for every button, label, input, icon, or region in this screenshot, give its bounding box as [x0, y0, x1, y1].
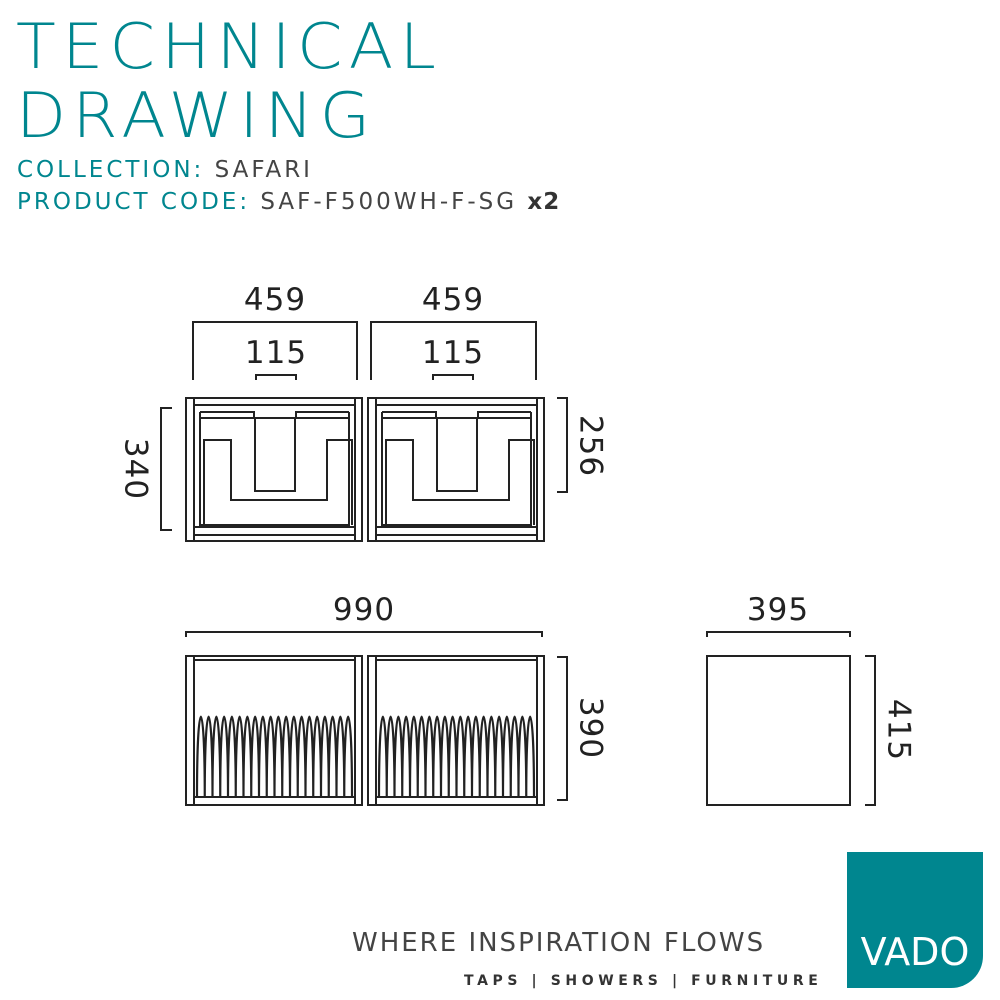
collection-label: COLLECTION:: [17, 157, 205, 183]
plan-unit-2: [367, 397, 545, 542]
plan-unit-1: [185, 397, 363, 542]
dim-width-right: 459: [421, 282, 485, 318]
title-line-2: DRAWING: [16, 79, 377, 152]
front-dimension-lines: [185, 631, 876, 806]
side-view-outline: [706, 655, 851, 806]
unit-outline: [185, 397, 363, 542]
dim-side-width: 395: [746, 592, 810, 628]
plan-dimension-lines: [160, 321, 568, 531]
vado-logo: VADO: [847, 852, 983, 988]
dim-front-height: 390: [572, 696, 609, 760]
title-line-1: TECHNICAL: [16, 10, 443, 83]
unit-outline: [185, 655, 363, 806]
quantity: x2: [527, 189, 561, 215]
front-unit-1: [185, 655, 363, 806]
drawer-lip-right: [477, 411, 531, 419]
dim-width-left: 459: [243, 282, 307, 318]
tagline: WHERE INSPIRATION FLOWS: [352, 928, 766, 958]
collection-line: COLLECTION: SAFARI: [17, 159, 313, 182]
waste-cutout: [254, 417, 296, 492]
drawer-inner-u: [203, 439, 353, 525]
dim-side-height: 415: [880, 698, 917, 762]
logo-text: VADO: [860, 930, 970, 974]
drawer-inner-u: [385, 439, 535, 525]
bottom-rail: [375, 526, 538, 536]
dim-cutout-left: 115: [244, 335, 308, 371]
drawer-lip-left: [200, 411, 255, 419]
product-code-line: PRODUCT CODE: SAF-F500WH-F-SG x2: [17, 191, 560, 214]
unit-outline: [367, 397, 545, 542]
dim-total-width: 990: [332, 592, 396, 628]
dim-cutout-right: 115: [421, 335, 485, 371]
drawer-box: [199, 412, 350, 526]
dim-depth-inner: 256: [572, 414, 609, 478]
drawer-lip-right: [295, 411, 349, 419]
collection-value: SAFARI: [214, 157, 313, 183]
unit-outline: [367, 655, 545, 806]
waste-cutout: [436, 417, 478, 492]
flute-pattern: [195, 716, 354, 798]
flute-pattern: [377, 716, 536, 798]
product-code-label: PRODUCT CODE:: [17, 189, 251, 215]
categories: TAPS | SHOWERS | FURNITURE: [464, 973, 823, 989]
bottom-rail: [193, 526, 356, 536]
product-code-value: SAF-F500WH-F-SG: [260, 189, 518, 215]
front-unit-2: [367, 655, 545, 806]
dim-depth-outer: 340: [117, 437, 154, 501]
drawer-lip-left: [382, 411, 437, 419]
drawer-box: [381, 412, 532, 526]
